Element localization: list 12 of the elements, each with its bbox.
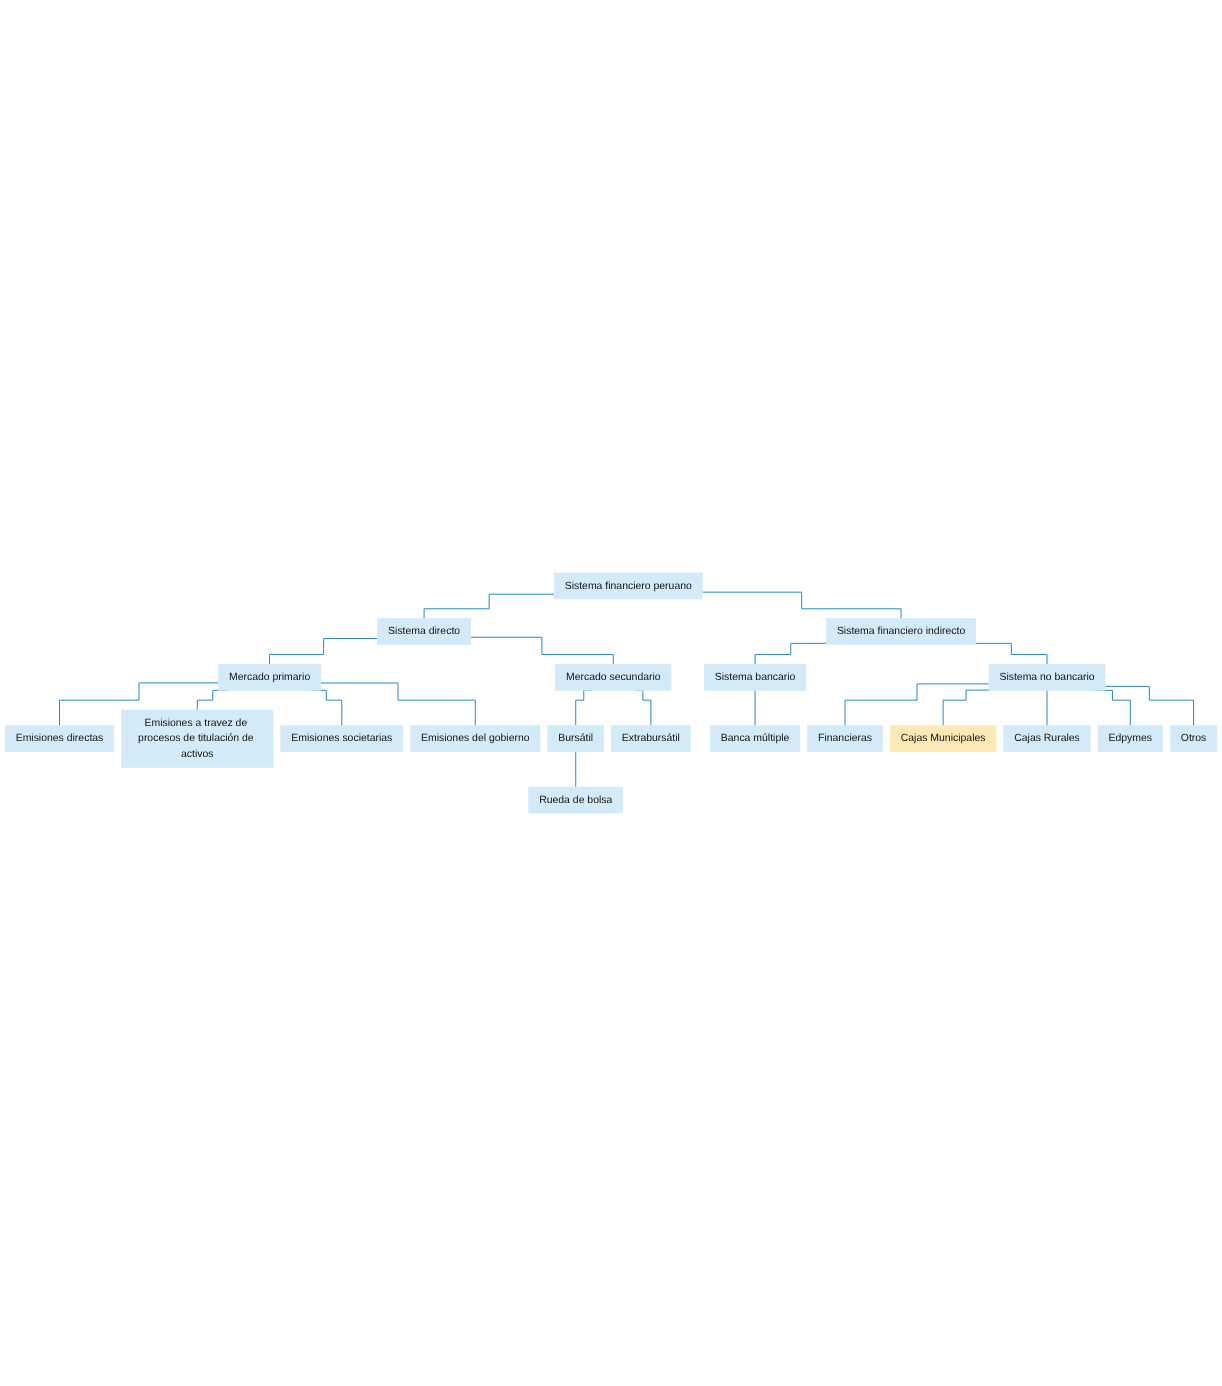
- connector: [942, 689, 990, 727]
- connector: [1104, 685, 1195, 727]
- connector: [59, 682, 219, 727]
- connector: [701, 591, 902, 620]
- connector: [975, 642, 1048, 665]
- connector: [844, 683, 990, 727]
- connector: [754, 642, 827, 665]
- connector: [575, 751, 577, 788]
- connector: [320, 682, 476, 727]
- connector: [269, 638, 379, 665]
- connector: [423, 593, 555, 620]
- connector: [470, 636, 614, 665]
